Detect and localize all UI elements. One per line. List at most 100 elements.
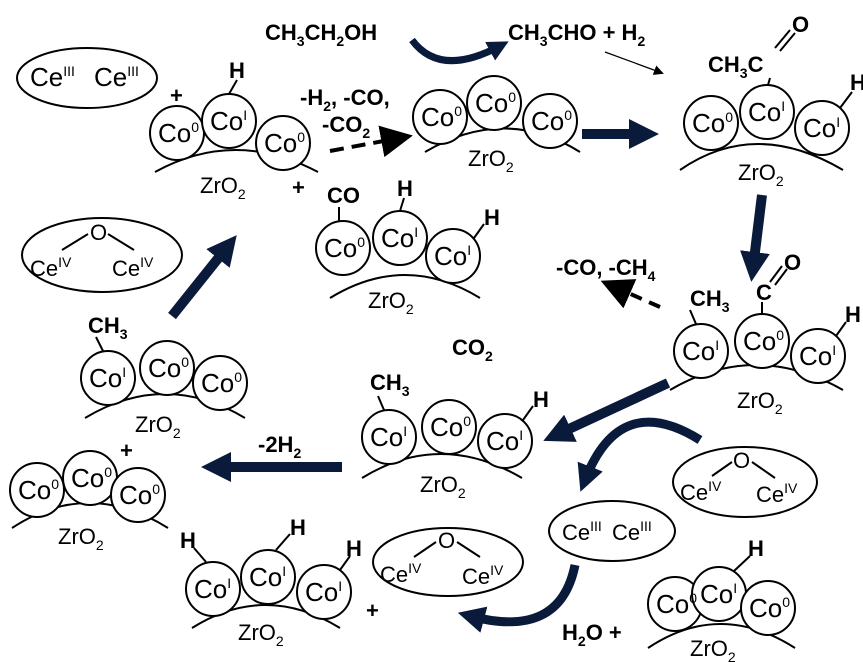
svg-text:CoI: CoI: [381, 223, 418, 253]
water-label: H2O +: [562, 620, 622, 649]
arrow-up-to-ceria: [168, 235, 237, 320]
plus-sign: +: [366, 598, 379, 623]
svg-text:H: H: [845, 302, 861, 327]
h2-loss-label: -2H2: [258, 432, 301, 461]
svg-text:CoI: CoI: [89, 363, 126, 393]
svg-text:Co0: Co0: [148, 353, 189, 383]
svg-text:CoI: CoI: [434, 241, 471, 271]
svg-text:O: O: [784, 250, 801, 275]
loss-label-co-ch4: -CO, -CH4: [556, 255, 656, 284]
curved-arrow-ceria-oxidation: [457, 564, 580, 633]
svg-text:H: H: [397, 176, 413, 201]
plus-sign: +: [292, 175, 305, 200]
svg-text:CH3: CH3: [370, 370, 410, 399]
ceria-oxidized-bottom: O CeIV CeIV: [372, 527, 524, 597]
svg-text:O: O: [90, 220, 107, 245]
svg-text:Co0: Co0: [201, 368, 242, 398]
catalyst-co0-co0-co0-bottom-left: Co0 Co0 Co0 ZrO2: [9, 450, 169, 553]
svg-text:CoI: CoI: [305, 577, 342, 607]
svg-text:Co0: Co0: [324, 233, 365, 263]
loss-label-co2: -CO2: [322, 112, 370, 141]
acetaldehyde-to-adsorbed-arrow: [604, 51, 664, 75]
svg-text:ZrO2: ZrO2: [200, 173, 246, 202]
svg-text:ZrO2: ZrO2: [420, 472, 466, 501]
svg-text:CoI: CoI: [486, 426, 523, 456]
svg-text:CoI: CoI: [799, 341, 836, 371]
svg-text:Co0: Co0: [119, 480, 160, 510]
ceria-oxidized-left: O CeIV CeIV: [21, 217, 183, 293]
svg-text:H: H: [180, 528, 196, 553]
arrow-down-right: [740, 194, 770, 282]
catalyst-acetyl-top-right: Co0 CoI CoI CH3C O H ZrO2: [679, 12, 863, 189]
catalyst-methyl-middle: CoI Co0 CoI CH3 H ZrO2: [361, 370, 549, 501]
svg-text:H: H: [229, 58, 245, 83]
svg-text:H: H: [533, 387, 549, 412]
svg-text:CoI: CoI: [803, 113, 840, 143]
svg-text:ZrO2: ZrO2: [58, 524, 104, 553]
svg-text:Co0: Co0: [421, 102, 462, 132]
svg-text:CeIV: CeIV: [680, 478, 722, 505]
svg-text:ZrO2: ZrO2: [690, 636, 736, 662]
svg-text:Co0: Co0: [656, 589, 697, 619]
catalyst-co0-coi-h-co0: Co0 CoI Co0 H ZrO2: [149, 58, 319, 202]
svg-text:CoI: CoI: [210, 106, 247, 136]
svg-text:H: H: [290, 515, 306, 540]
svg-text:CeIV: CeIV: [380, 560, 422, 587]
svg-text:CoI: CoI: [682, 336, 719, 366]
ethanol-conversion-arrow: [409, 37, 509, 65]
catalyst-coi-h-triple-bottom: CoI CoI CoI H H H ZrO2: [180, 515, 362, 649]
svg-text:CeIII: CeIII: [612, 518, 652, 545]
svg-text:Co0: Co0: [430, 412, 471, 442]
catalyst-co0-co-coi-h-coi-h: Co0 CoI CoI CO H H ZrO2: [315, 176, 500, 317]
svg-text:CeIV: CeIV: [756, 480, 798, 507]
svg-text:CH3: CH3: [690, 286, 730, 315]
svg-text:CeIV: CeIV: [462, 562, 504, 589]
svg-text:O: O: [792, 12, 809, 37]
svg-text:CoI: CoI: [249, 562, 286, 592]
svg-text:CeIV: CeIV: [30, 254, 72, 281]
catalyst-co0-coi-h-co0-bottom-right: Co0 CoI Co0 H ZrO2: [647, 536, 796, 662]
svg-text:CO: CO: [327, 183, 360, 208]
svg-text:ZrO2: ZrO2: [468, 146, 514, 175]
svg-text:Co0: Co0: [475, 88, 516, 118]
svg-text:CeIV: CeIV: [112, 254, 154, 281]
svg-text:ZrO2: ZrO2: [238, 620, 284, 649]
svg-text:H: H: [748, 536, 764, 561]
svg-text:H: H: [484, 205, 500, 230]
svg-text:H: H: [850, 70, 863, 95]
catalyst-co0-co0-co0-top: Co0 Co0 Co0 ZrO2: [412, 75, 581, 175]
dashed-arrow-to-metallic-co: [329, 125, 413, 158]
svg-text:CeIII: CeIII: [94, 62, 139, 92]
catalyst-methyl-left: CoI Co0 Co0 CH3 ZrO2: [80, 313, 248, 441]
svg-text:Co0: Co0: [158, 118, 199, 148]
svg-text:Co0: Co0: [264, 128, 305, 158]
svg-text:CeIII: CeIII: [30, 62, 75, 92]
svg-text:Co0: Co0: [692, 108, 733, 138]
svg-text:ZrO2: ZrO2: [135, 412, 181, 441]
plus-sign: +: [170, 83, 183, 108]
plus-sign: +: [120, 438, 133, 463]
svg-text:CeIII: CeIII: [562, 518, 602, 545]
svg-text:H: H: [346, 536, 362, 561]
svg-text:O: O: [733, 448, 750, 473]
ceria-reduced-middle: CeIII CeIII: [548, 500, 676, 562]
curved-arrow-ceria-reduction: [577, 417, 703, 492]
acetaldehyde-hydrogen-label: CH3CHO + H2: [508, 20, 645, 49]
svg-text:CoI: CoI: [194, 574, 231, 604]
svg-text:Co0: Co0: [743, 326, 784, 356]
svg-text:CH3C: CH3C: [708, 52, 764, 81]
svg-text:O: O: [438, 528, 455, 553]
svg-text:ZrO2: ZrO2: [368, 288, 414, 317]
svg-text:CoI: CoI: [748, 97, 785, 127]
svg-text:CoI: CoI: [370, 422, 407, 452]
catalyst-methyl-carbonyl-right: CoI Co0 CoI CH3 C O H ZrO2: [669, 250, 861, 417]
svg-text:Co0: Co0: [71, 463, 112, 493]
svg-text:ZrO2: ZrO2: [738, 160, 784, 189]
svg-text:CoI: CoI: [700, 579, 737, 609]
svg-text:Co0: Co0: [531, 106, 572, 136]
svg-text:ZrO2: ZrO2: [737, 388, 783, 417]
svg-text:Co0: Co0: [749, 593, 790, 623]
svg-text:Co0: Co0: [18, 475, 59, 505]
arrow-to-middle-catalyst: [543, 378, 671, 442]
